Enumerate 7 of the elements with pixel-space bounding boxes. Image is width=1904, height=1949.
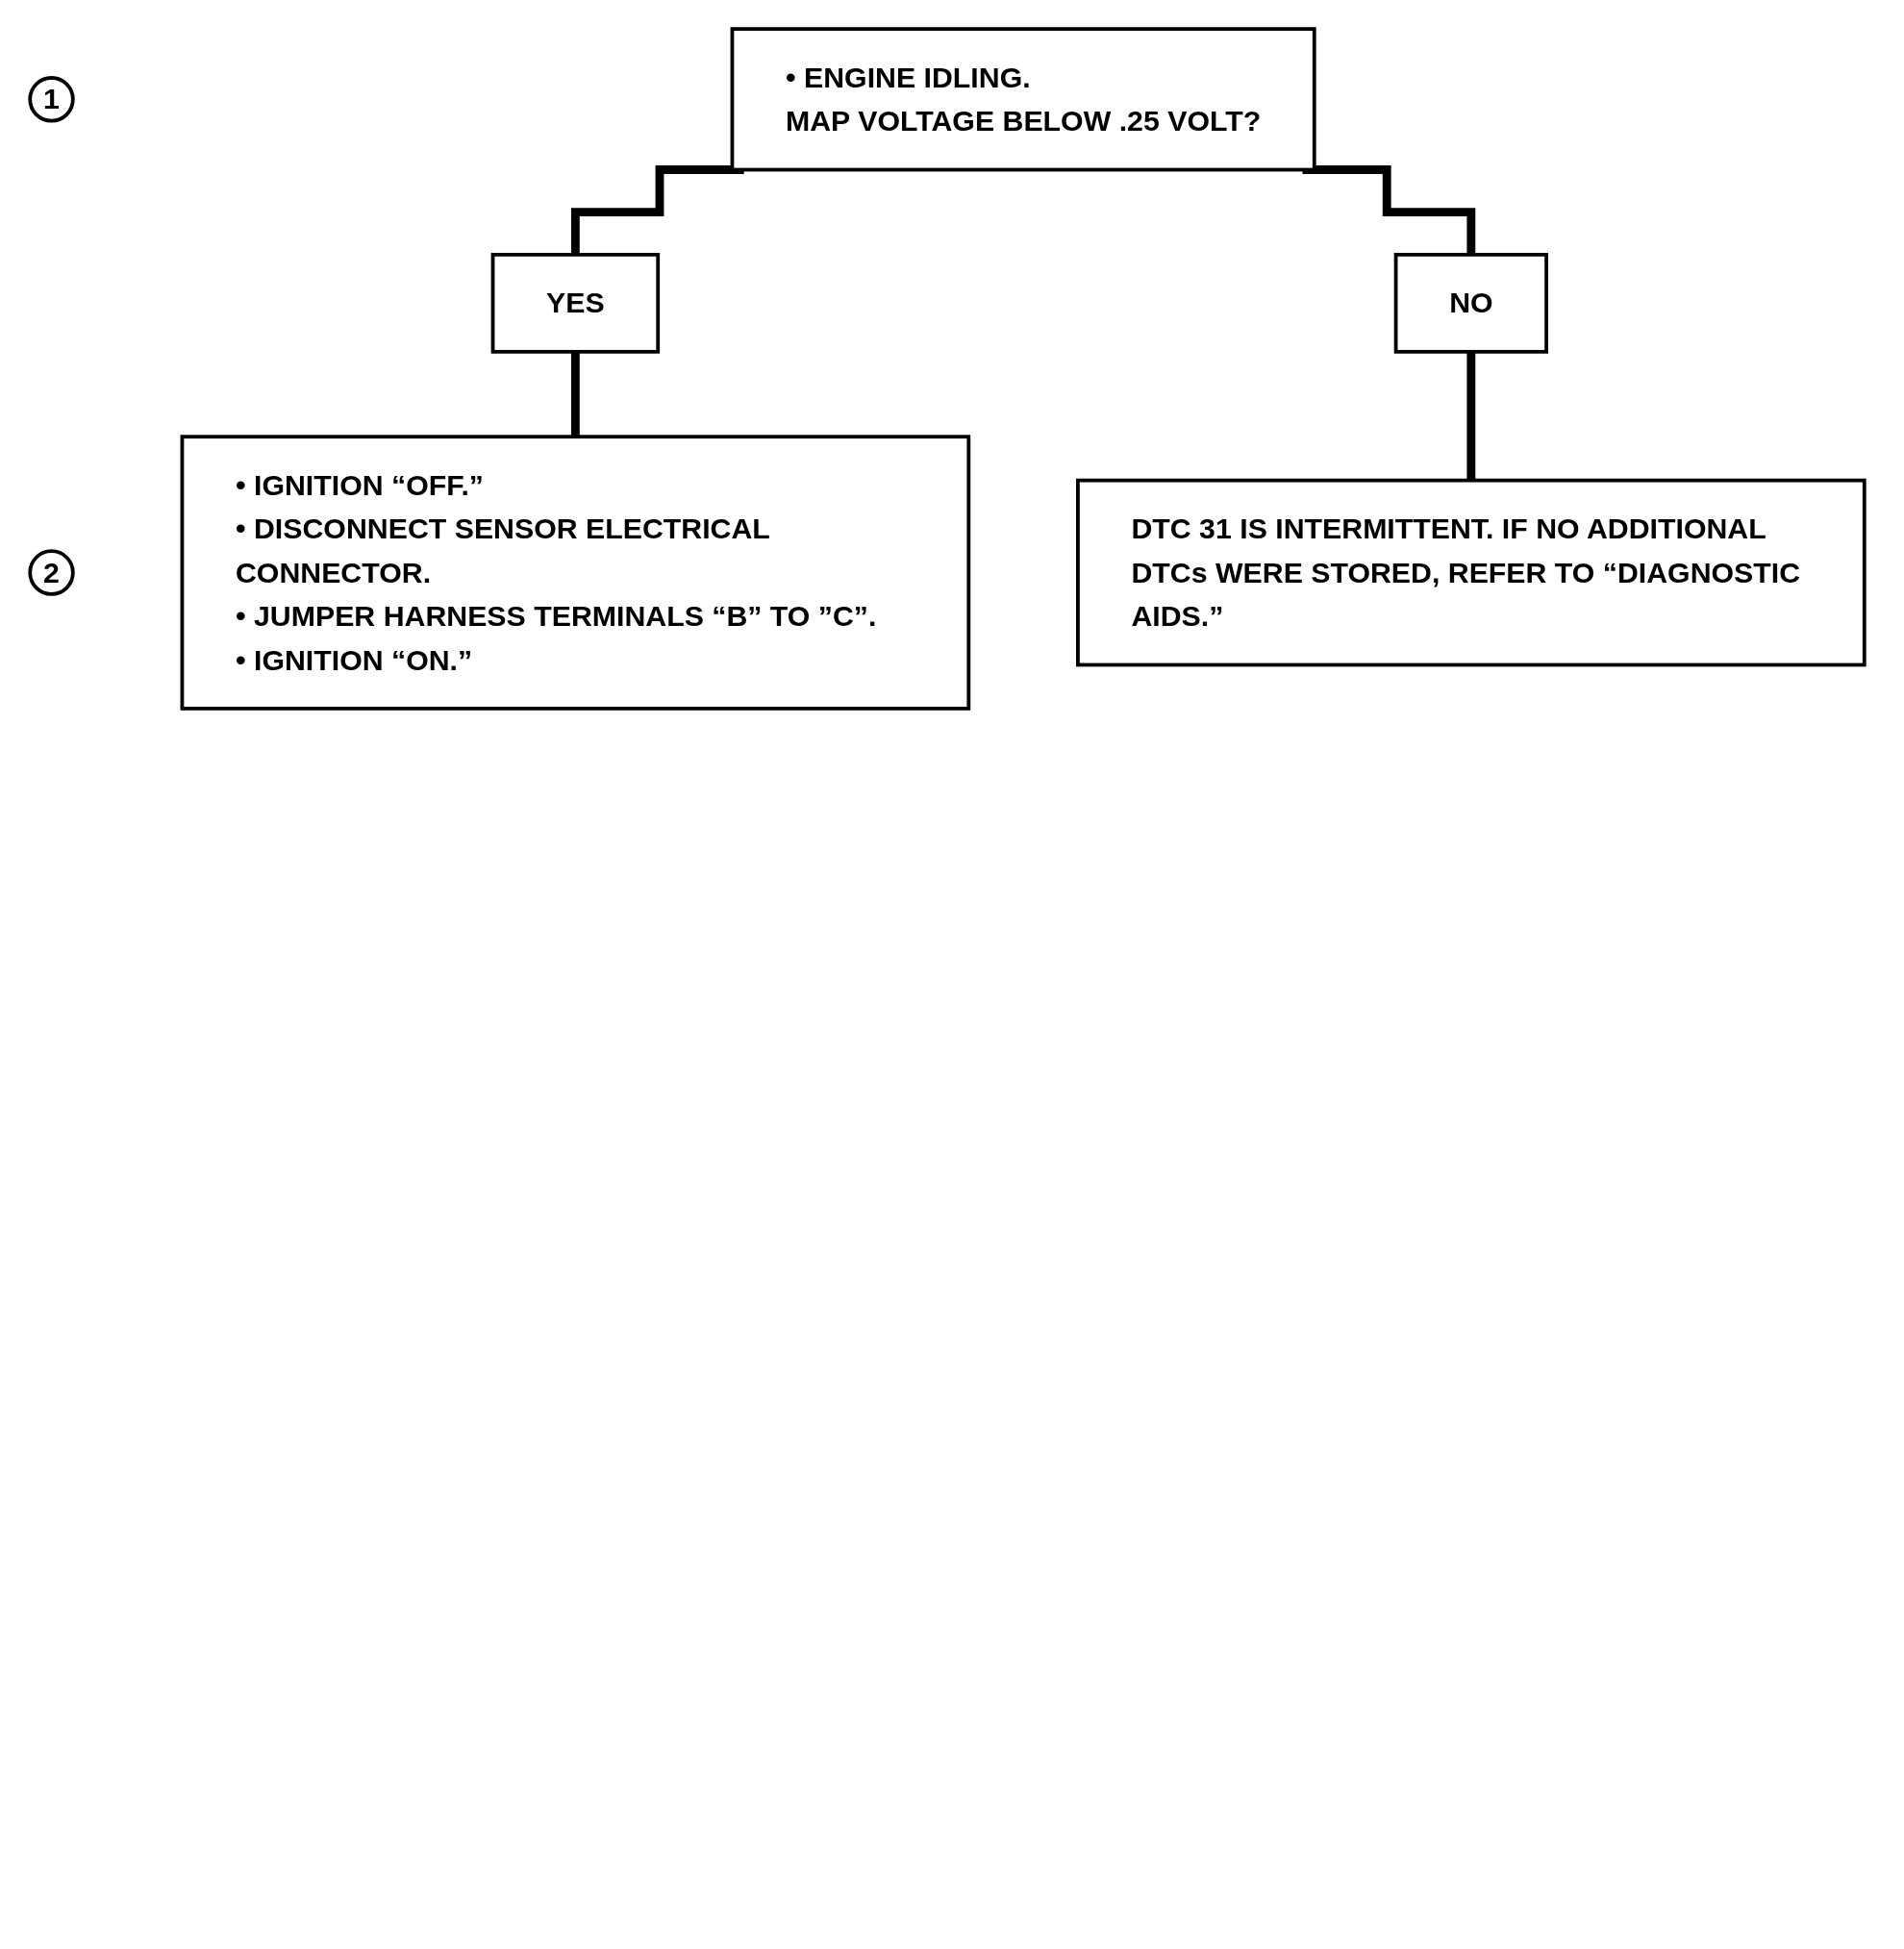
node-box: • IGNITION “OFF.” • DISCONNECT SENSOR ELECTRICAL CONNECTOR. • JUMPER HARNESS TERMINALS “B” TO ”C”. • IGNITION “ON.” [180, 435, 971, 711]
node-circle: 1 [28, 76, 75, 123]
node-circle: 2 [28, 549, 75, 596]
node-box: NO [1393, 252, 1548, 354]
node-box: DTC 31 IS INTERMITTENT. IF NO ADDITIONAL DTCs WERE STORED, REFER TO “DIAGNOSTIC AIDS.” [1076, 478, 1866, 667]
node-box: YES [490, 252, 661, 354]
node-box: • ENGINE IDLING. MAP VOLTAGE BELOW .25 VOLT? [730, 27, 1316, 172]
